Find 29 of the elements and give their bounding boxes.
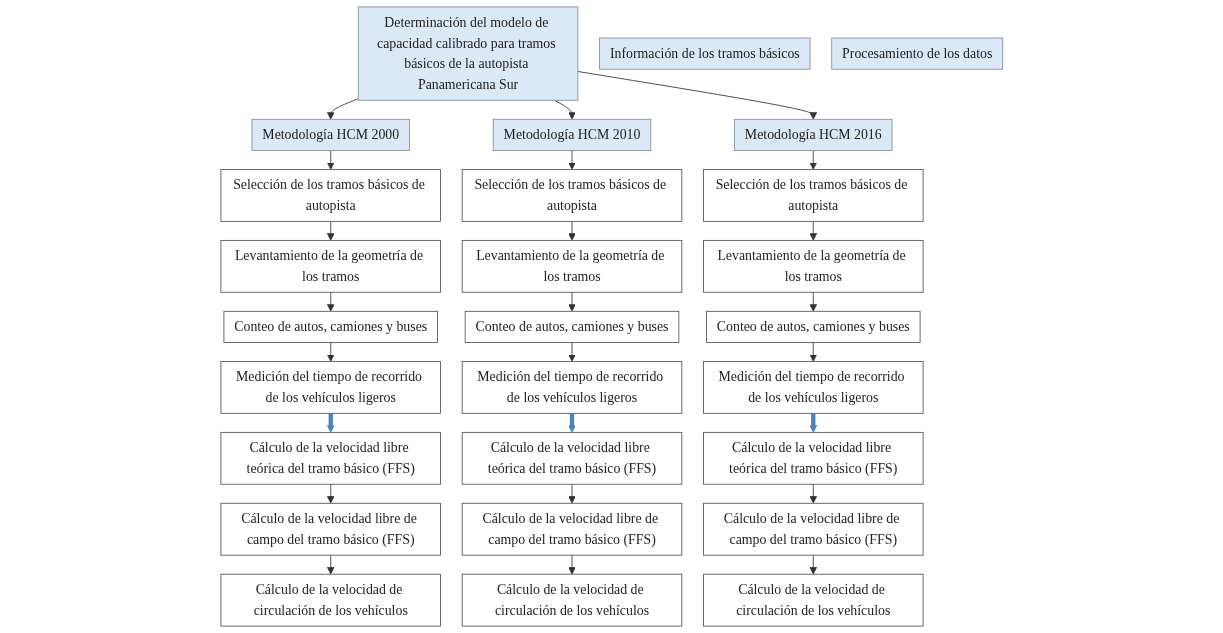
node-box: Determinación del modelo de capacidad calibrado para tramos básicos de la autopista Panamericana Sur [357,6,578,101]
node-box: Cálculo de la velocidad libre de campo del tramo básico (FFS) [702,502,924,556]
node-box: Selección de los tramos básicos de autopista [220,169,441,222]
node-box: Metodología HCM 2000 [251,118,410,151]
node-box: Cálculo de la velocidad de circulación de los vehículos [220,573,441,627]
node-box: Medición del tiempo de recorrido de los vehículos ligeros [461,361,682,414]
node-box: Selección de los tramos básicos de autopista [702,169,924,222]
node-box: Cálculo de la velocidad libre de campo del tramo básico (FFS) [461,502,682,556]
node-box: Cálculo de la velocidad libre de campo del tramo básico (FFS) [220,502,441,556]
node-box: Levantamiento de la geometría de los tramos [461,239,682,293]
node-box: Metodología HCM 2016 [733,118,893,151]
arrow [326,412,335,433]
node-box: Medición del tiempo de recorrido de los vehículos ligeros [220,361,441,414]
node-box: Información de los tramos básicos [598,37,811,70]
arrow [567,412,576,433]
node-box: Levantamiento de la geometría de los tramos [702,239,924,293]
node-box: Cálculo de la velocidad libre teórica del tramo básico (FFS) [702,431,924,485]
node-box: Cálculo de la velocidad libre teórica del tramo básico (FFS) [461,431,682,485]
node-box: Conteo de autos, camiones y buses [464,310,679,343]
node-box: Conteo de autos, camiones y buses [705,310,921,343]
node-box: Selección de los tramos básicos de autopista [461,169,682,222]
node-box: Cálculo de la velocidad de circulación de los vehículos [461,573,682,627]
node-box: Levantamiento de la geometría de los tramos [220,239,441,293]
node-box: Medición del tiempo de recorrido de los vehículos ligeros [702,361,924,414]
node-box: Cálculo de la velocidad libre teórica del tramo básico (FFS) [220,431,441,485]
node-box: Metodología HCM 2010 [492,118,651,151]
node-box: Conteo de autos, camiones y buses [223,310,438,343]
node-box: Procesamiento de los datos [830,37,1003,70]
node-box: Cálculo de la velocidad de circulación de los vehículos [702,573,924,627]
